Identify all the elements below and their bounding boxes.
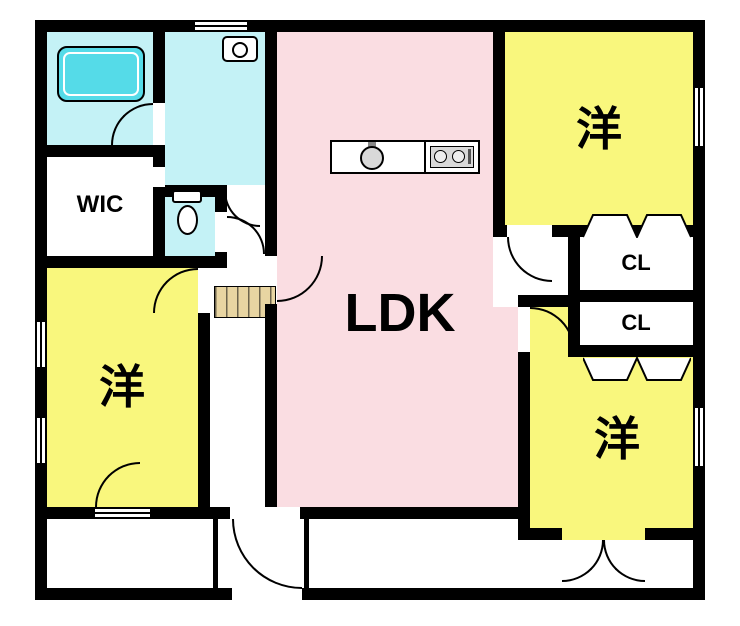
wall [215,252,227,268]
wall [35,588,232,600]
wall [153,32,165,103]
room-label-western-top-right: 洋 [576,103,622,155]
stove-knob-strip [468,149,471,164]
folding-door-icon [583,214,691,238]
toilet-icon [172,190,202,203]
room-label-wic: WIC [76,191,124,218]
bathtub-icon [57,46,145,102]
wall [568,345,705,357]
wall [35,507,95,519]
wall [47,145,165,157]
wall [153,157,165,167]
wall [518,352,530,540]
washbasin-bowl [232,42,248,58]
washbasin-icon [222,36,258,62]
bathtub-inner-line [63,52,139,96]
stove-burner [434,150,447,163]
wall [35,20,705,32]
door-swing-icon [603,540,645,582]
wall [645,528,705,540]
counter-divider [424,142,426,172]
window [35,322,47,367]
wall [210,507,230,519]
closet-upper [580,237,693,290]
wall [47,256,227,268]
room-label-ldk: LDK [344,283,456,343]
window [95,507,150,519]
wall [265,304,277,507]
kitchen-faucet-icon [368,142,376,147]
wall [300,507,530,519]
stove-icon [430,146,474,168]
closet-lower [580,302,693,345]
toilet-bowl [177,205,198,235]
window [693,408,705,466]
door-swing-icon [507,237,552,282]
room-label-closet-upper: CL [621,250,651,275]
room-western-top-right [505,32,693,225]
wall [265,32,277,256]
stove-burner [452,150,465,163]
room-label-closet-lower: CL [621,310,651,335]
wall [304,519,309,588]
wall [153,187,165,256]
door-swing-icon [562,540,604,582]
window [693,88,705,146]
folding-door-icon [583,357,691,381]
wall [493,225,507,237]
wall [518,295,580,307]
window [195,20,247,32]
door-swing-icon [232,519,302,589]
wall [198,313,210,507]
kitchen-sink-icon [360,146,384,170]
wall [213,519,218,588]
wall [568,290,705,302]
room-label-western-bottom-left: 洋 [99,361,145,413]
room-label-western-bottom-right: 洋 [594,413,640,465]
wall [518,528,562,540]
room-ldk-extension [493,307,518,507]
wall [150,507,210,519]
wall [493,32,505,237]
wall [302,588,705,600]
window [35,418,47,463]
